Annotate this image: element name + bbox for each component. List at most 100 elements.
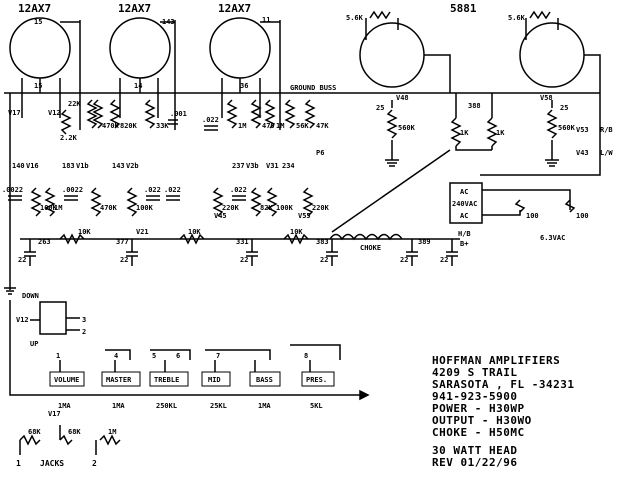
ground-symbol-left <box>4 287 16 295</box>
cap-022c <box>166 195 180 201</box>
switch-leads <box>30 317 80 331</box>
screen-resistor-leads <box>365 18 559 40</box>
node-263: 263 <box>38 238 51 246</box>
jacks-label: JACKS <box>40 459 64 468</box>
label-560k-a: 560K <box>398 124 416 132</box>
volume-pot[interactable] <box>49 371 85 387</box>
control-pres: PRES. <box>306 376 327 384</box>
pin-6: 6 <box>176 352 180 360</box>
socket-v12: V12 <box>48 109 61 117</box>
control-bass: BASS <box>256 376 273 384</box>
label-560k-b: 560K <box>558 124 576 132</box>
treble-pot[interactable] <box>149 371 189 387</box>
resistor-560k-a <box>386 109 398 139</box>
label-100-a: 100 <box>526 212 539 220</box>
signal-return-line <box>9 93 360 396</box>
resistor-56k <box>284 99 296 129</box>
pot-wiring <box>105 344 341 360</box>
ps-6-3vac: 6.3VAC <box>540 234 565 242</box>
ground-buss-label: GROUND BUSS <box>290 84 336 92</box>
node-25a: 25 <box>376 104 384 112</box>
node-15b: 15 <box>34 82 42 90</box>
label-82k: 82K <box>260 204 273 212</box>
resistor-1m-b <box>264 99 276 129</box>
cap-001 <box>168 119 178 125</box>
pin-4: 4 <box>114 352 118 360</box>
tube-v1-label: 12AX7 <box>18 2 51 15</box>
label-2-2k: 2.2K <box>60 134 78 142</box>
ps-ac2: AC <box>460 212 468 220</box>
master-pot[interactable] <box>101 371 141 387</box>
value-treble: 250KL <box>156 402 177 410</box>
screen-resistors <box>369 10 551 20</box>
label-22k: 22K <box>68 100 81 108</box>
switch-up: UP <box>30 340 38 348</box>
company-name: HOFFMAN AMPLIFIERS <box>432 354 560 367</box>
heater-resistors <box>514 199 576 213</box>
value-volume: 1MA <box>58 402 71 410</box>
label-470-b: 470 <box>262 122 275 130</box>
ps-hb: H/B <box>458 230 471 238</box>
label-220k-a: 220K <box>222 204 240 212</box>
mid-pot[interactable] <box>201 371 231 387</box>
label-1m-b: 1M <box>276 122 284 130</box>
label-33k: 33K <box>156 122 169 130</box>
resistor-100k-c <box>266 187 278 217</box>
socket-v1b: V1b <box>76 162 89 170</box>
company-city: SARASOTA , FL -34231 <box>432 378 574 391</box>
node-377: 377 <box>116 238 129 246</box>
value-mid: 25KL <box>210 402 227 410</box>
socket-v16: V16 <box>26 162 39 170</box>
ps-bplus: B+ <box>460 240 468 248</box>
revision-label: REV 01/22/96 <box>432 456 517 469</box>
resistor-470k-a <box>92 99 104 129</box>
resistor-2-2k <box>60 109 72 135</box>
socket-v2b: V2b <box>126 162 139 170</box>
control-treble: TREBLE <box>154 376 179 384</box>
node-143b: 143 <box>112 162 125 170</box>
node-11: 11 <box>262 16 270 24</box>
presence-pot[interactable] <box>301 371 335 387</box>
label-0022b: .0022 <box>62 186 83 194</box>
node-15a: 15 <box>34 18 42 26</box>
label-68k-a: 68K <box>28 428 41 436</box>
resistor-470-b <box>250 99 262 129</box>
label-choke: CHOKE <box>360 244 381 252</box>
label-47k: 47K <box>316 122 329 130</box>
label-0022: .0022 <box>2 186 23 194</box>
tube-v3-socket <box>209 17 271 79</box>
label-cap22-3: 22 <box>240 256 248 264</box>
company-output: OUTPUT - H30WO <box>432 414 532 427</box>
tube-v1-leads <box>21 20 81 130</box>
label-cap22-4: 22 <box>320 256 328 264</box>
node-331: 331 <box>236 238 249 246</box>
filter-cap-1 <box>24 239 36 266</box>
filter-cap-2 <box>126 239 138 266</box>
label-1m-c: 1M <box>54 204 62 212</box>
label-1m-a: 1M <box>238 122 246 130</box>
pin-7: 7 <box>216 352 220 360</box>
node-234: 234 <box>282 162 295 170</box>
socket-v17: V17 <box>8 109 21 117</box>
node-143: 143 <box>162 18 175 26</box>
resistor-33k <box>144 99 156 129</box>
label-022d: .022 <box>230 186 247 194</box>
jack-2: 2 <box>92 459 97 468</box>
rail-resistor-10k-c <box>283 233 309 245</box>
label-10k-c: 10K <box>290 228 303 236</box>
company-phone: 941-923-5900 <box>432 390 517 403</box>
company-power: POWER - H30WP <box>432 402 525 415</box>
label-cap22-2: 22 <box>120 256 128 264</box>
choke-coil <box>329 233 403 241</box>
switch-down: DOWN <box>22 292 39 300</box>
tube-v3-leads <box>221 20 281 130</box>
control-mid: MID <box>208 376 221 384</box>
switch-pin-2: 2 <box>82 328 86 336</box>
resistor-1m-a <box>226 99 238 129</box>
company-choke: CHOKE - H50MC <box>432 426 525 439</box>
socket-v31: V31 <box>266 162 279 170</box>
resistor-820k <box>109 99 121 129</box>
socket-v43: V43 <box>576 149 589 157</box>
socket-v53: V53 <box>576 126 589 134</box>
bass-pot[interactable] <box>249 371 281 387</box>
